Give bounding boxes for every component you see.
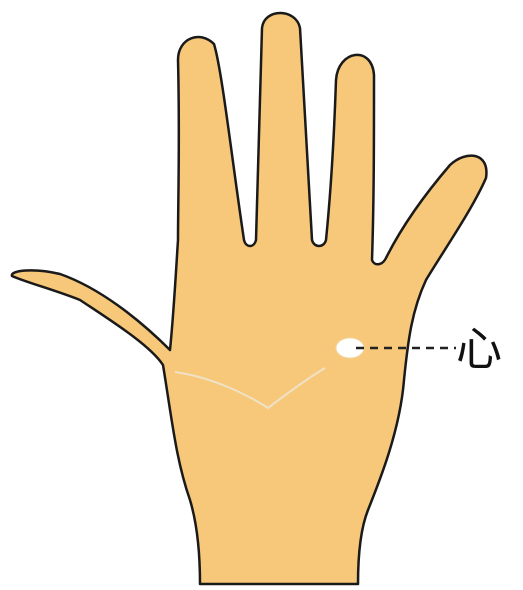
acupoint-label: 心 xyxy=(456,326,502,372)
hand-outline xyxy=(12,13,487,584)
